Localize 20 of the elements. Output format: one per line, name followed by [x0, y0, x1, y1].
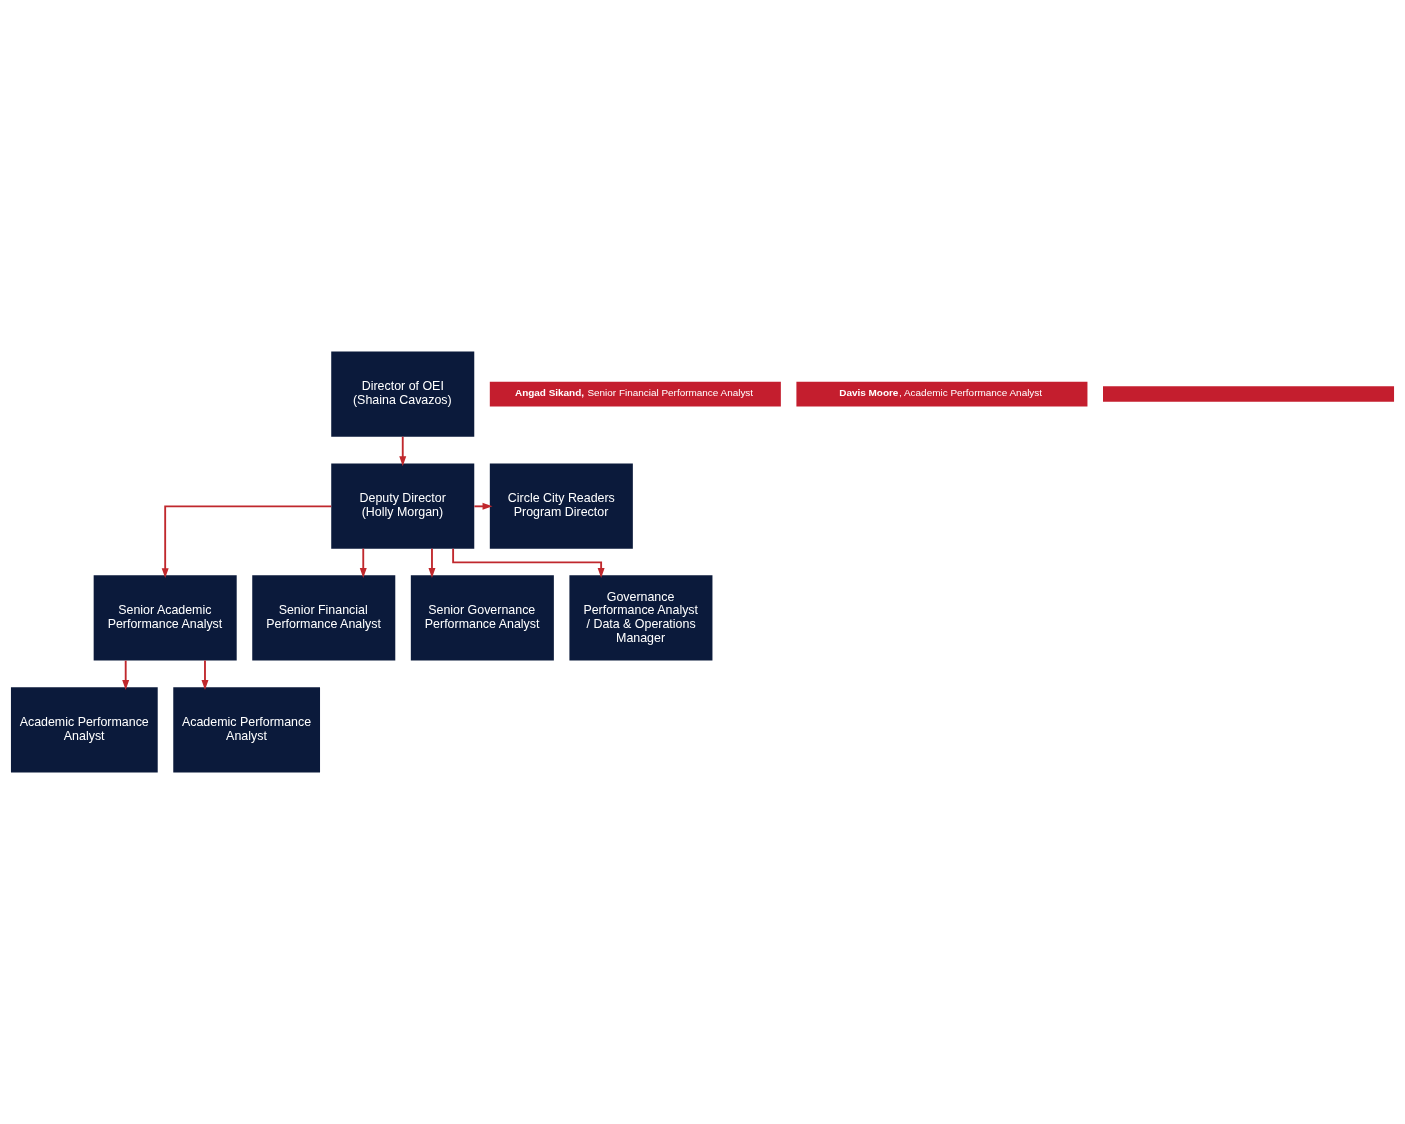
- arrow: [161, 505, 333, 579]
- node-box: Academic Performance Analyst: [10, 687, 158, 773]
- node-box: Senior Academic Performance Analyst: [93, 575, 237, 661]
- arrow: [428, 547, 436, 579]
- node-box: Academic Performance Analyst: [173, 687, 321, 773]
- node-box: Governance Performance Analyst / Data & Operations Manager: [569, 575, 713, 661]
- node-box: Director of OEI (Shaina Cavazos): [331, 351, 475, 437]
- node-box: Deputy Director (Holly Morgan): [331, 463, 475, 549]
- node-box: Senior Governance Performance Analyst: [410, 575, 554, 661]
- arrow: [399, 435, 407, 467]
- arrow: [359, 547, 367, 579]
- arrow: [452, 547, 605, 579]
- node-box: Davis Moore, Academic Performance Analyst: [796, 381, 1088, 407]
- node-box: Angad Sikand, Senior Financial Performance Analyst: [489, 381, 781, 407]
- node-box: Senior Financial Performance Analyst: [252, 575, 396, 661]
- arrow: [201, 659, 209, 691]
- arrow: [122, 659, 130, 691]
- node-box: Circle City Readers Program Director: [489, 463, 633, 549]
- arrow: [473, 502, 493, 510]
- node-bar: [1103, 386, 1395, 402]
